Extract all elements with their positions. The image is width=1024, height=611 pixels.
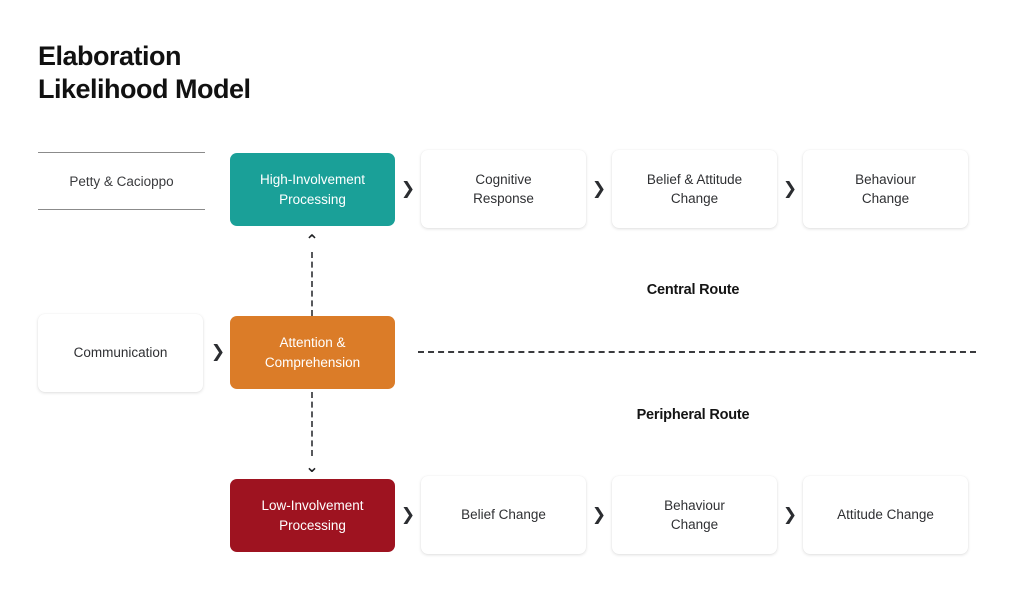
node-label: Belief Change — [461, 507, 546, 523]
node-communication[interactable]: Communication — [38, 314, 203, 392]
arrow-up-icon: ⌃ — [305, 231, 319, 250]
node-low-involvement-processing[interactable]: Low-Involvement Processing — [230, 479, 395, 552]
node-label: Cognitive Response — [473, 171, 534, 206]
node-label: Belief & Attitude Change — [646, 171, 743, 206]
node-high-involvement-processing[interactable]: High-Involvement Processing — [230, 153, 395, 226]
chevron-separator-top-2: ❯ — [591, 179, 607, 199]
route-label-peripheral: Peripheral Route — [636, 407, 750, 423]
node-label: Behaviour Change — [664, 497, 725, 532]
node-label: Behaviour Change — [855, 171, 916, 206]
node-belief-attitude-change[interactable]: Belief & Attitude Change — [612, 150, 777, 228]
citation-label: Petty & Cacioppo — [69, 173, 174, 189]
chevron-separator-bottom-1: ❯ — [400, 505, 416, 525]
chevron-separator-bottom-2: ❯ — [591, 505, 607, 525]
chevron-separator-top-1: ❯ — [400, 179, 416, 199]
chevron-separator-middle-1: ❯ — [210, 342, 226, 362]
citation-block: Petty & Cacioppo — [38, 152, 205, 210]
node-cognitive-response[interactable]: Cognitive Response — [421, 150, 586, 228]
node-label: High-Involvement Processing — [259, 172, 366, 207]
chevron-separator-top-3: ❯ — [782, 179, 798, 199]
chevron-separator-bottom-3: ❯ — [782, 505, 798, 525]
connector-dotted-line — [311, 252, 313, 316]
route-label-central: Central Route — [646, 282, 740, 298]
page-title: Elaboration Likelihood Model — [38, 41, 251, 104]
node-belief-change[interactable]: Belief Change — [421, 476, 586, 554]
connector-dotted-line — [311, 392, 313, 456]
node-behaviour-change-central[interactable]: Behaviour Change — [803, 150, 968, 228]
connector-gateway-to-low-involvement: ⌄ — [302, 392, 322, 476]
node-label: Attitude Change — [837, 507, 934, 523]
route-divider-dashed-line — [418, 351, 976, 353]
node-attention-comprehension[interactable]: Attention & Comprehension — [230, 316, 395, 389]
connector-gateway-to-high-involvement: ⌃ — [302, 231, 322, 316]
node-behaviour-change-peripheral[interactable]: Behaviour Change — [612, 476, 777, 554]
node-label: Communication — [73, 345, 168, 361]
node-label: Attention & Comprehension — [264, 335, 361, 370]
node-attitude-change[interactable]: Attitude Change — [803, 476, 968, 554]
arrow-down-icon: ⌄ — [305, 457, 319, 476]
node-label: Low-Involvement Processing — [261, 498, 364, 533]
